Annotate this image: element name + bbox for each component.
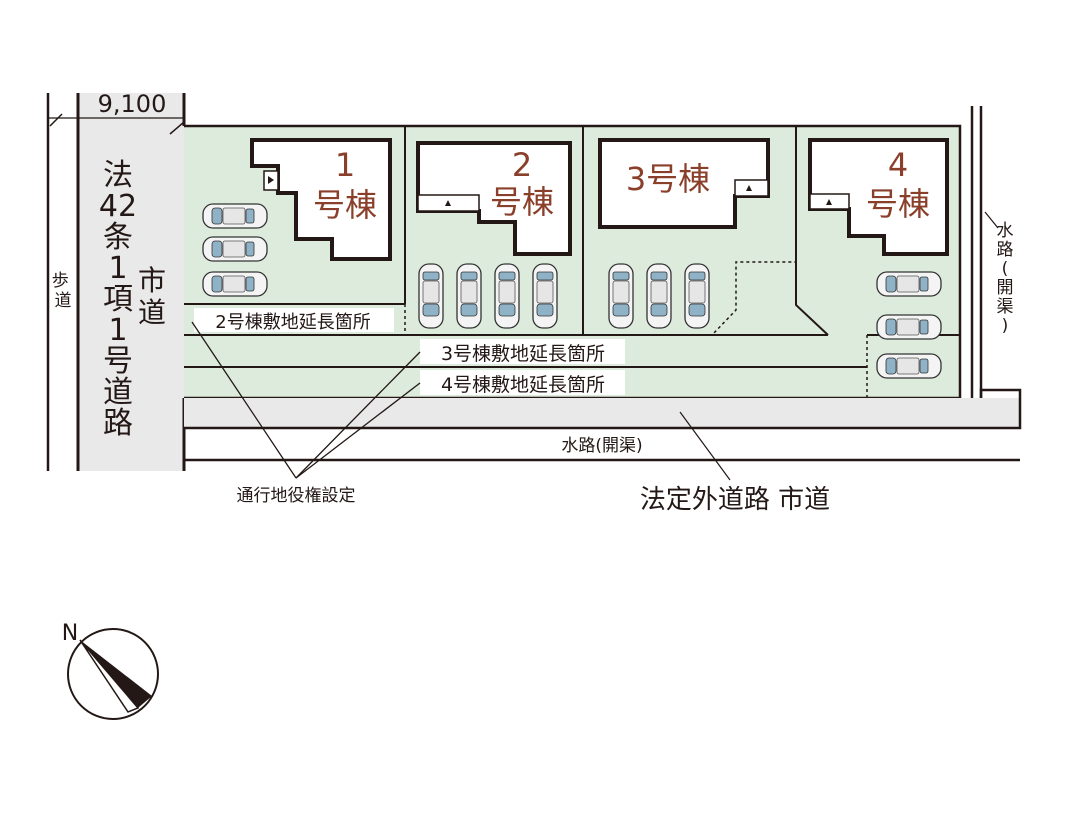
right-canal-label: 水路(開渠) [997, 221, 1014, 336]
building-2-num: 2 [512, 146, 532, 184]
car-parking [532, 263, 558, 329]
bottom-canal-label: 水路(開渠) [561, 436, 642, 456]
width-dimension: 9,100 [98, 90, 167, 118]
building-1-num: 1 [335, 146, 355, 184]
car-parking [876, 353, 942, 379]
building-1 [250, 138, 392, 261]
north-arrow-icon [80, 640, 152, 708]
car-parking [876, 314, 942, 340]
extension-label-2: 2号棟敷地延長箇所 [215, 312, 370, 333]
extension-label-3: 3号棟敷地延長箇所 [441, 343, 605, 365]
left-road-kind: 市道 [138, 264, 166, 329]
car-parking [684, 263, 710, 329]
sidewalk-label: 歩 道 [52, 271, 74, 311]
extension-label-4: 4号棟敷地延長箇所 [441, 374, 605, 396]
car-parking [494, 263, 520, 329]
car-parking [418, 263, 444, 329]
car-parking [202, 236, 268, 262]
building-3-label: 3号棟 [626, 160, 710, 198]
north-label: N [62, 621, 78, 646]
north-compass: N [62, 621, 159, 720]
left-road [78, 93, 184, 471]
left-road-kind-text: 市道 [138, 264, 166, 329]
car-parking [876, 271, 942, 297]
car-parking [608, 263, 634, 329]
sidewalk-char: 道 [55, 291, 72, 311]
car-parking [202, 203, 268, 229]
easement-label: 通行地役権設定 [237, 486, 356, 506]
car-parking [456, 263, 482, 329]
car-parking [646, 263, 672, 329]
car-parking [202, 271, 268, 297]
building-4-num: 4 [888, 146, 908, 184]
sidewalk-char: 歩 [52, 271, 69, 291]
building-4-label: 号棟 [866, 185, 930, 223]
building-2-label: 号棟 [490, 183, 554, 221]
bottom-road [184, 398, 1020, 428]
building-1-label: 号棟 [313, 186, 377, 224]
bottom-road-label: 法定外道路 市道 [640, 485, 830, 515]
